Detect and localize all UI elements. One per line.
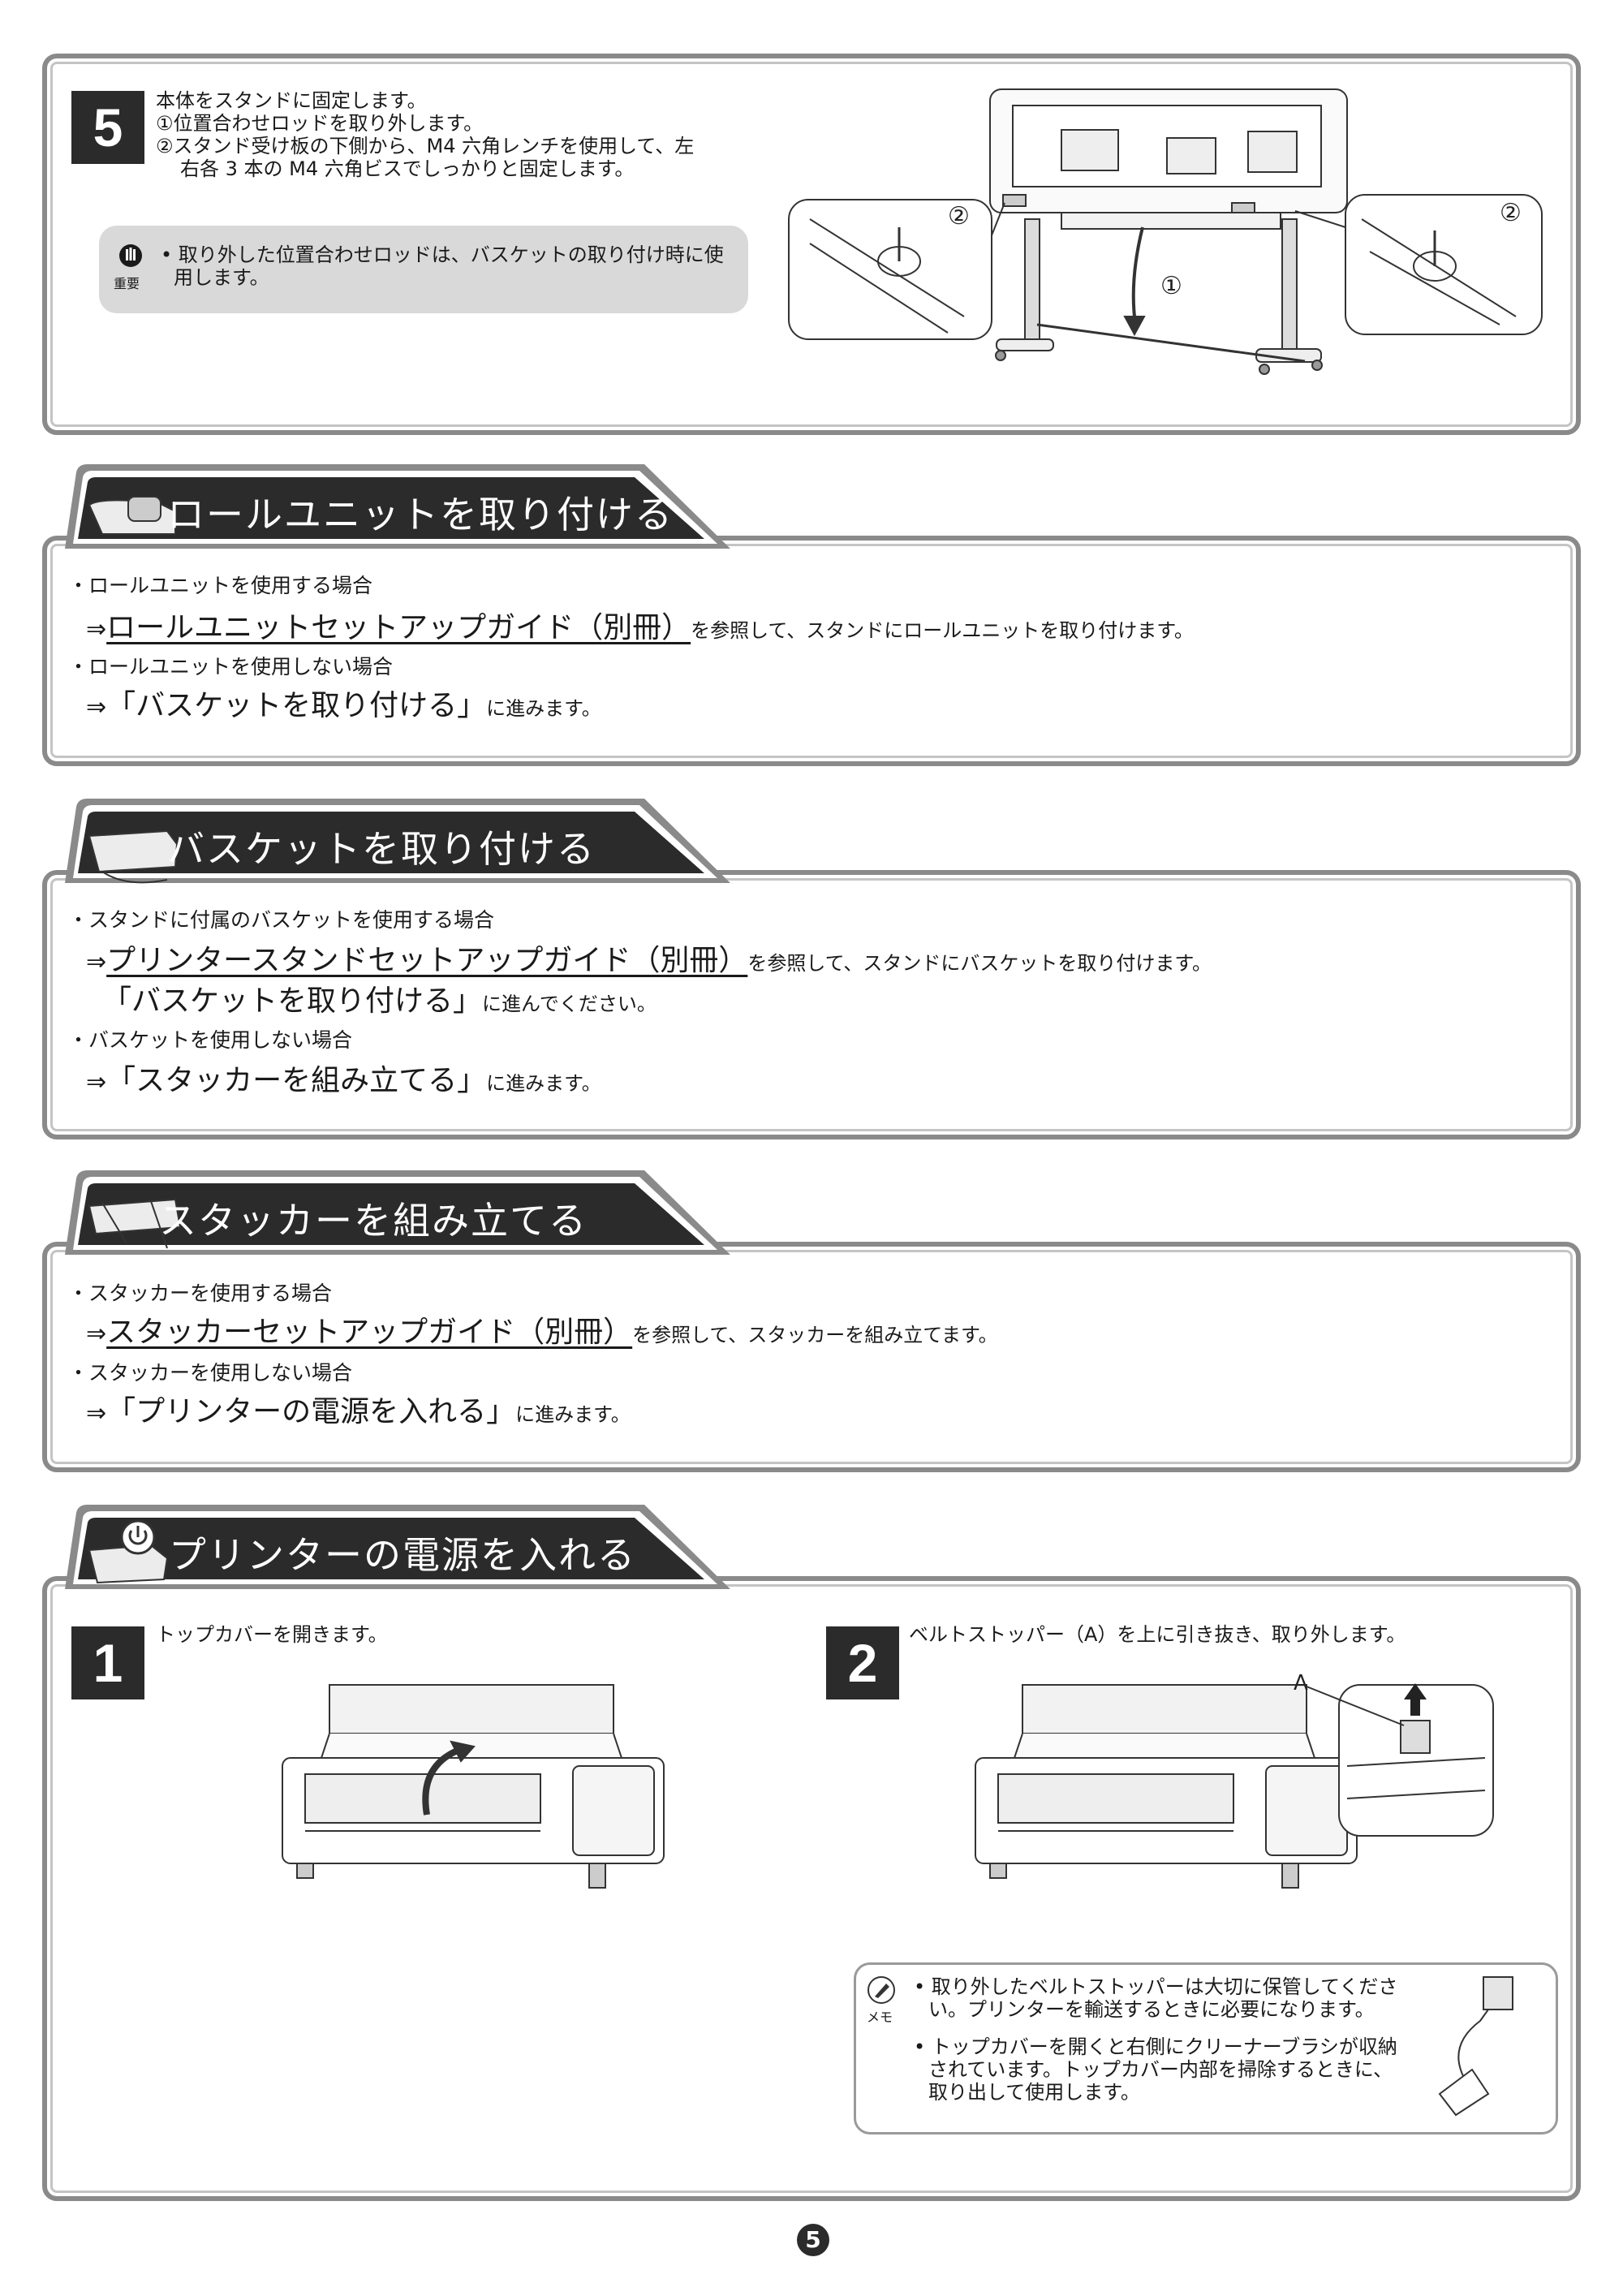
arrow: ⇒ — [86, 1068, 107, 1096]
stacker-header: スタッカーを組み立てる — [54, 1170, 735, 1261]
callout-2-right: ② — [1500, 199, 1522, 227]
step5-line-2: ①位置合わせロッドを取り外します。 — [156, 112, 484, 135]
arrow: ⇒ — [86, 948, 107, 976]
stacker-line-1: ⇒スタッカーセットアップガイド（別冊）を参照して、スタッカーを組み立てます。 — [86, 1308, 998, 1350]
stacker-tail-1: を参照して、スタッカーを組み立てます。 — [632, 1324, 998, 1346]
basket-line-2: ⇒「スタッカーを組み立てる」に進みます。 — [86, 1057, 601, 1099]
stacker-tail-2: に進みます。 — [515, 1403, 631, 1426]
arrow: ⇒ — [86, 1399, 107, 1428]
memo-label: メモ — [867, 2010, 893, 2025]
power-step2-number: 2 — [826, 1626, 899, 1699]
roll-unit-tail-2: に進みます。 — [486, 697, 601, 720]
memo-2-line-1: • トップカバーを開くと右側にクリーナーブラシが収納 — [914, 2035, 1397, 2058]
roll-unit-guide-link[interactable]: ロールユニットセットアップガイド（別冊） — [106, 611, 691, 644]
belt-stopper-and-brush-figure — [1438, 1976, 1513, 2117]
arrow: ⇒ — [86, 1320, 107, 1348]
roll-unit-header: ロールユニットを取り付ける — [54, 464, 735, 555]
power-step1-text: トップカバーを開きます。 — [156, 1623, 388, 1646]
stacker-guide-link[interactable]: スタッカーセットアップガイド（別冊） — [106, 1316, 633, 1349]
callout-2-left: ② — [948, 202, 970, 230]
basket-line-1: ⇒プリンタースタンドセットアップガイド（別冊）を参照して、スタンドにバスケットを… — [86, 937, 1212, 979]
power-step2-text: ベルトストッパー（A）を上に引き抜き、取り外します。 — [909, 1623, 1406, 1646]
memo-2-line-2: されています。トップカバー内部を掃除するときに、 — [928, 2058, 1393, 2081]
arrow: ⇒ — [86, 615, 107, 644]
memo-pencil-icon — [867, 1976, 895, 2004]
roll-unit-case-1: ・ロールユニットを使用する場合 — [68, 574, 373, 597]
power-title: プリンターの電源を入れる — [169, 1533, 636, 1577]
printer-stand-figure: ② ① ② — [788, 88, 1543, 375]
roll-unit-icon — [88, 496, 176, 535]
stacker-title: スタッカーを組み立てる — [159, 1199, 588, 1243]
roll-unit-case-2: ・ロールユニットを使用しない場合 — [68, 655, 394, 678]
memo-2-line-3: 取り出して使用します。 — [928, 2081, 1140, 2104]
important-note-line-1: • 取り外した位置合わせロッドは、バスケットの取り付け時に使 — [161, 243, 724, 266]
basket-line-1b: 「バスケットを取り付ける」に進んでください。 — [102, 977, 657, 1019]
power-header: プリンターの電源を入れる — [54, 1505, 735, 1596]
basket-panel — [42, 870, 1581, 1139]
callout-a: A — [1294, 1671, 1308, 1695]
arrow: ⇒ — [86, 693, 107, 722]
roll-unit-line-2: ⇒「バスケットを取り付ける」に進みます。 — [86, 682, 601, 724]
stacker-panel — [42, 1242, 1581, 1472]
memo-1-line-2: い。プリンターを輸送するときに必要になります。 — [928, 1998, 1375, 2021]
stacker-case-1: ・スタッカーを使用する場合 — [68, 1282, 333, 1305]
stand-guide-link[interactable]: プリンタースタンドセットアップガイド（別冊） — [106, 944, 748, 977]
important-note — [99, 226, 748, 313]
memo-1-line-1: • 取り外したベルトストッパーは大切に保管してくださ — [914, 1975, 1398, 1998]
printer-belt-stopper-figure: A — [975, 1671, 1494, 1889]
stacker-icon — [88, 1198, 182, 1249]
basket-section-link[interactable]: 「バスケットを取り付ける」 — [106, 689, 487, 722]
stacker-case-2: ・スタッカーを使用しない場合 — [68, 1361, 353, 1385]
power-step1-number: 1 — [71, 1626, 144, 1699]
step5-line-3: ②スタンド受け板の下側から、M4 六角レンチを使用して、左 — [156, 135, 695, 157]
important-hand-icon — [119, 244, 142, 267]
basket-in-guide-link[interactable]: 「バスケットを取り付ける」 — [102, 984, 483, 1018]
roll-unit-panel — [42, 536, 1581, 766]
roll-unit-title: ロールユニットを取り付ける — [167, 493, 674, 536]
basket-title: バスケットを取り付ける — [167, 827, 596, 871]
page-number: 5 — [797, 2224, 829, 2256]
power-section-link[interactable]: 「プリンターの電源を入れる」 — [106, 1395, 516, 1428]
basket-tail-1b: に進んでください。 — [482, 993, 657, 1015]
stacker-section-link[interactable]: 「スタッカーを組み立てる」 — [106, 1064, 487, 1097]
roll-unit-line-1: ⇒ロールユニットセットアップガイド（別冊）を参照して、スタンドにロールユニットを… — [86, 604, 1194, 646]
basket-tail-1: を参照して、スタンドにバスケットを取り付けます。 — [747, 952, 1212, 975]
roll-unit-tail-1: を参照して、スタンドにロールユニットを取り付けます。 — [691, 619, 1194, 642]
stacker-line-2: ⇒「プリンターの電源を入れる」に進みます。 — [86, 1388, 631, 1430]
basket-icon — [88, 829, 179, 884]
step5-line-4: 右各 3 本の M4 六角ビスでしっかりと固定します。 — [180, 157, 635, 180]
basket-header: バスケットを取り付ける — [54, 799, 735, 890]
printer-topcover-open-figure — [282, 1684, 665, 1889]
step5-line-1: 本体をスタンドに固定します。 — [156, 89, 427, 112]
step5-number: 5 — [71, 91, 144, 164]
important-note-line-2: 用します。 — [174, 266, 269, 289]
power-icon — [88, 1519, 169, 1584]
basket-tail-2: に進みます。 — [486, 1072, 601, 1095]
memo-box — [854, 1962, 1558, 2134]
callout-1: ① — [1160, 272, 1182, 300]
basket-case-1: ・スタンドに付属のバスケットを使用する場合 — [68, 908, 495, 932]
important-label: 重要 — [114, 276, 140, 291]
basket-case-2: ・バスケットを使用しない場合 — [68, 1028, 353, 1052]
